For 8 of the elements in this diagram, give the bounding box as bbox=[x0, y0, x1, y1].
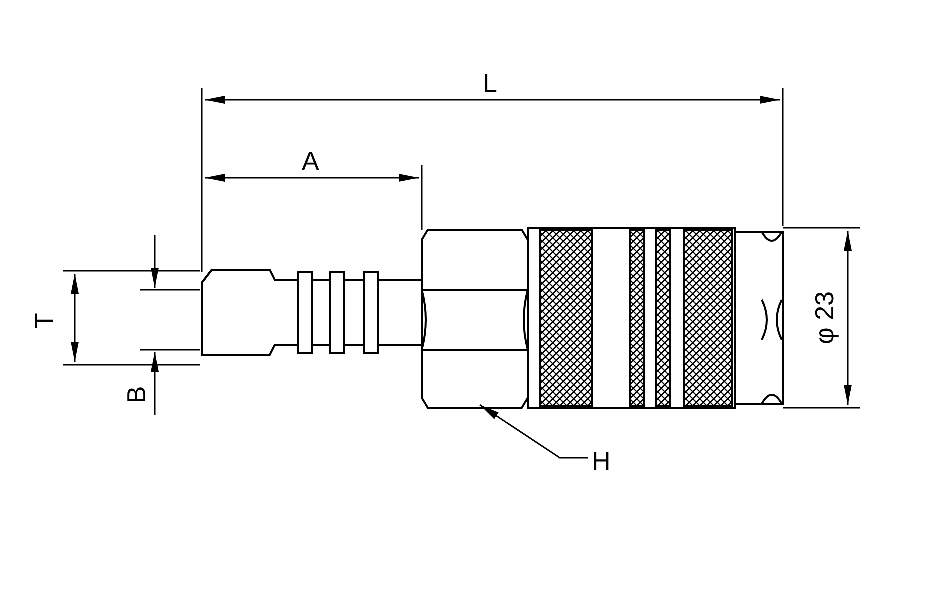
dimension-label: T bbox=[30, 313, 57, 329]
callout-letter: H bbox=[592, 448, 611, 474]
dimension-label: B bbox=[124, 386, 150, 404]
leader-line bbox=[480, 404, 588, 459]
dimension-label: A bbox=[302, 148, 320, 174]
diameter-label: φ 23 bbox=[812, 292, 838, 344]
hex-body bbox=[421, 229, 529, 409]
dimension-label: L bbox=[483, 70, 498, 96]
